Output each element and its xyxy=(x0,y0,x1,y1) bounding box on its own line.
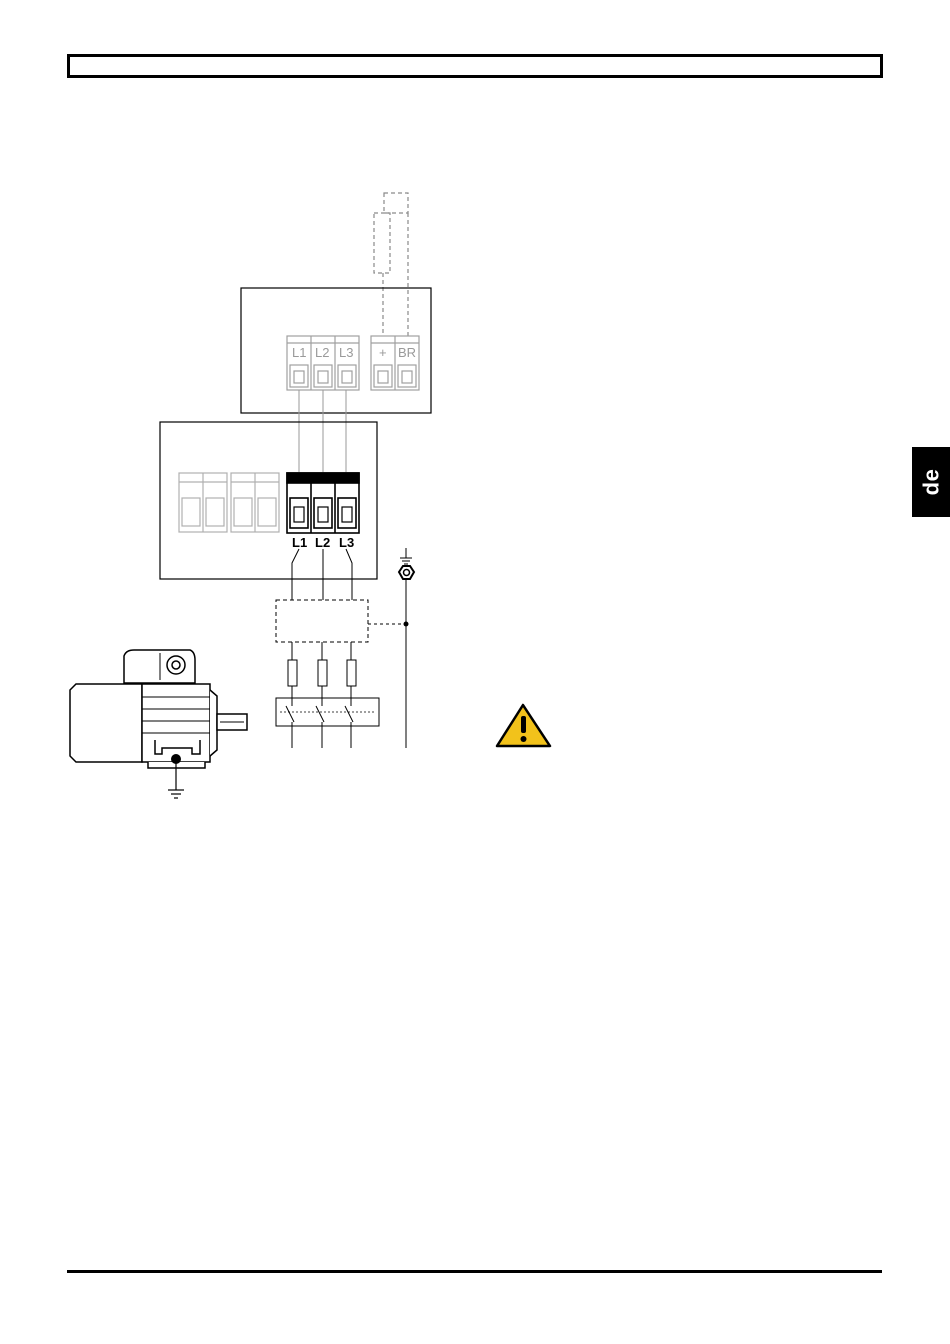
phase-wires-upper xyxy=(299,390,346,472)
phase-wires-lower xyxy=(292,549,352,600)
upper-terminal-label-l3: L3 xyxy=(339,345,353,360)
upper-terminal-label-l2: L2 xyxy=(315,345,329,360)
unused-terminal-block xyxy=(179,473,279,532)
lower-terminal-label-l3: L3 xyxy=(339,535,354,550)
warning-triangle-icon xyxy=(497,705,550,746)
lower-terminal-label-l1: L1 xyxy=(292,535,307,550)
hex-nut-icon xyxy=(399,566,414,579)
electric-motor-icon xyxy=(70,650,247,768)
ground-symbol-icon xyxy=(400,548,412,564)
lower-terminal-block xyxy=(287,473,359,533)
lower-terminal-label-l2: L2 xyxy=(315,535,330,550)
brake-terminal-label-plus: + xyxy=(379,345,387,360)
brake-resistor xyxy=(374,193,408,338)
supply-lines xyxy=(292,726,351,748)
fuses xyxy=(288,660,356,686)
fuse-to-switch-wires xyxy=(292,686,351,698)
main-switch-box xyxy=(276,698,379,726)
filter-to-fuse-wires xyxy=(292,642,351,660)
brake-terminal-label-br: BR xyxy=(398,345,416,360)
upper-terminal-label-l1: L1 xyxy=(292,345,306,360)
emc-filter-box xyxy=(276,600,368,642)
